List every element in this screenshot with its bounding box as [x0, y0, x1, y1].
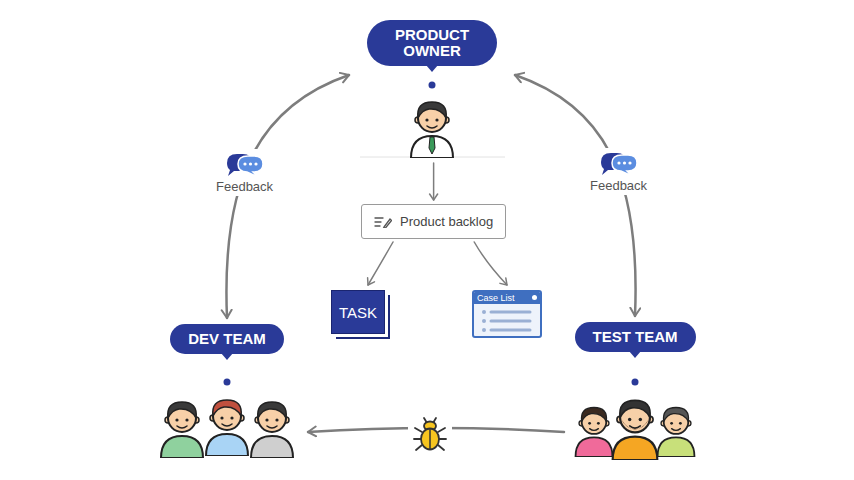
feedback-label: Feedback — [216, 179, 273, 194]
connector-arrow — [368, 242, 393, 285]
chat-icon — [223, 151, 267, 179]
box-label: Product backlog — [400, 214, 493, 229]
badge-label: PRODUCT OWNER — [367, 20, 497, 66]
list-lines — [474, 304, 540, 338]
window-title: Case List — [474, 292, 540, 304]
feedback-label: Feedback — [590, 178, 647, 193]
connector-arrow — [474, 242, 507, 285]
role-badge: TEST TEAM — [570, 322, 700, 460]
connector-arrow — [226, 75, 349, 318]
role-badge: PRODUCT OWNER — [357, 20, 507, 160]
title-dot — [532, 295, 537, 300]
task-note: TASK — [331, 290, 385, 334]
backlog-box: Product backlog — [361, 204, 506, 239]
role-badge: DEV TEAM — [152, 324, 302, 460]
edge-label: Feedback — [212, 149, 277, 196]
list-icon — [374, 216, 392, 228]
bug-icon — [408, 416, 452, 456]
chat-icon — [597, 150, 641, 178]
case-list-window: Case List — [472, 290, 542, 338]
edge-label: Feedback — [586, 148, 651, 195]
badge-label: DEV TEAM — [170, 324, 284, 354]
badge-label: TEST TEAM — [575, 322, 696, 352]
note-label: TASK — [339, 304, 377, 321]
connector-arrow — [433, 163, 435, 200]
connector-arrow — [515, 75, 636, 316]
